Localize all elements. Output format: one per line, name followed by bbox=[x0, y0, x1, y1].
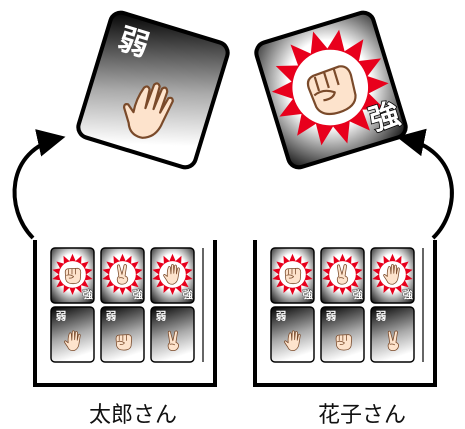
weak-card-face bbox=[100, 306, 145, 363]
card-box-2 bbox=[253, 240, 437, 387]
weak-label: 弱 bbox=[56, 310, 67, 322]
strong-card: 強 bbox=[320, 247, 365, 304]
weak-card-face bbox=[320, 306, 365, 363]
weak-card: 弱 bbox=[100, 306, 145, 363]
played-weak-card: 弱 bbox=[76, 10, 230, 170]
strong-label: 強 bbox=[133, 288, 144, 301]
strong-card: 強 bbox=[150, 247, 195, 304]
weak-card: 弱 bbox=[50, 306, 95, 363]
played-strong-card: 強 bbox=[254, 10, 408, 170]
arrow-right bbox=[396, 128, 454, 240]
weak-card: 弱 bbox=[270, 306, 315, 363]
strong-label: 強 bbox=[83, 288, 94, 301]
strong-label: 強 bbox=[183, 288, 194, 301]
weak-label: 弱 bbox=[106, 310, 117, 322]
weak-card: 弱 bbox=[320, 306, 365, 363]
weak-card-face bbox=[150, 306, 195, 363]
weak-label: 弱 bbox=[326, 310, 337, 322]
weak-label: 弱 bbox=[156, 310, 167, 322]
rock-hand-icon bbox=[335, 334, 353, 351]
weak-card-face bbox=[370, 306, 415, 363]
strong-card: 強 bbox=[270, 247, 315, 304]
weak-label: 弱 bbox=[376, 310, 387, 322]
arrow-left bbox=[12, 129, 66, 240]
rock-hand-icon bbox=[64, 267, 82, 285]
player-name-taro: 太郎さん bbox=[88, 403, 177, 428]
weak-card: 弱 bbox=[370, 306, 415, 363]
strong-label: 強 bbox=[303, 288, 314, 301]
player-name-hanako: 花子さん bbox=[317, 403, 406, 428]
strong-label: 強 bbox=[353, 288, 364, 301]
strong-label: 強 bbox=[403, 288, 414, 301]
weak-label: 弱 bbox=[276, 310, 287, 322]
strong-card: 強 bbox=[370, 247, 415, 304]
rock-hand-icon bbox=[115, 334, 133, 351]
weak-card: 弱 bbox=[150, 306, 195, 363]
rock-hand-icon bbox=[284, 267, 302, 285]
strong-card: 強 bbox=[50, 247, 95, 304]
strong-card: 強 bbox=[100, 247, 145, 304]
card-box-1 bbox=[33, 240, 217, 387]
